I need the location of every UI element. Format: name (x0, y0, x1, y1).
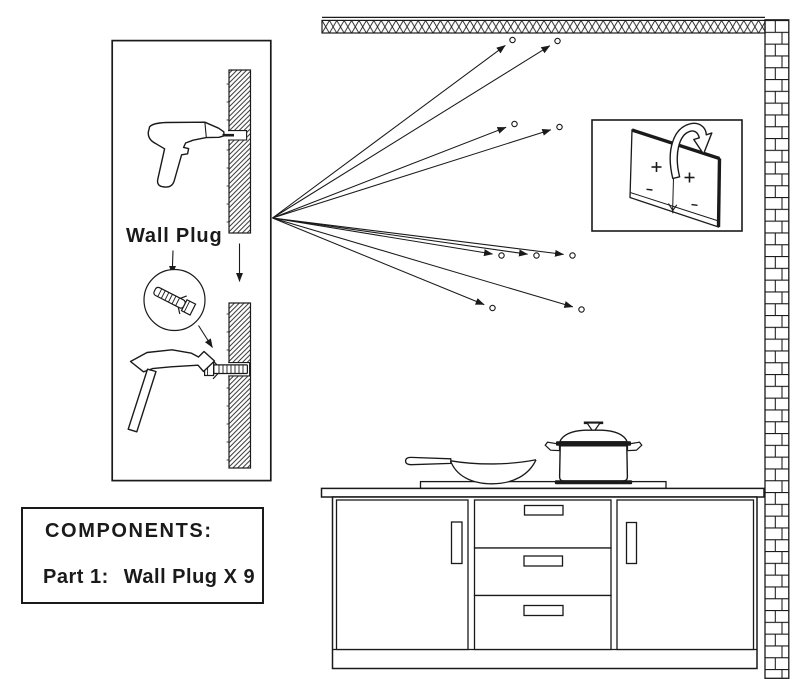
components-heading: COMPONENTS: (45, 520, 213, 542)
kitchen-counter (320, 421, 765, 670)
panel-flip-inset (591, 119, 743, 232)
drawer-handle (523, 555, 564, 567)
cabinet-door-right (616, 499, 755, 651)
drawer-middle (473, 547, 612, 597)
wall-plug-icon (153, 286, 197, 316)
hole-marker (498, 252, 505, 259)
drilled-hole (228, 130, 247, 140)
wall-section-lower (204, 302, 252, 469)
part-label: Part 1: (43, 566, 109, 588)
drawer-bottom (473, 594, 612, 651)
part-value: Wall Plug X 9 (123, 566, 256, 588)
wok-icon (404, 456, 537, 485)
drill-icon (147, 121, 234, 188)
countertop (320, 487, 765, 498)
wall-plug-detail (143, 250, 213, 348)
drill-hole-markers (489, 36, 585, 313)
hole-marker (489, 304, 496, 312)
components-part-1: Part 1: Wall Plug X 9 (43, 566, 255, 589)
hammer-icon (127, 349, 216, 433)
door-handle-right (625, 521, 638, 565)
hole-marker (509, 36, 516, 44)
door-handle-left (450, 521, 463, 565)
hole-marker (533, 252, 540, 259)
hole-marker (556, 123, 563, 131)
wall-section-upper (226, 69, 252, 234)
brick-wall (764, 19, 790, 679)
components-box: COMPONENTS: Part 1: Wall Plug X 9 (21, 507, 264, 604)
hole-marker (511, 120, 518, 128)
drawer-handle (523, 504, 564, 516)
hole-marker (554, 37, 561, 45)
flip-arrow-icon (669, 122, 713, 180)
hole-marker (569, 252, 576, 259)
cabinet (331, 496, 758, 670)
insert-arrow (198, 325, 213, 348)
pot-icon (544, 421, 643, 485)
drawer-handle (523, 604, 564, 617)
drill-hole-arrows (272, 44, 574, 308)
instruction-panel (111, 39, 272, 482)
wall-plug-label: Wall Plug (126, 225, 223, 247)
hole-marker (578, 306, 585, 313)
cabinet-door-left (335, 499, 469, 651)
ceiling-section (321, 16, 766, 34)
